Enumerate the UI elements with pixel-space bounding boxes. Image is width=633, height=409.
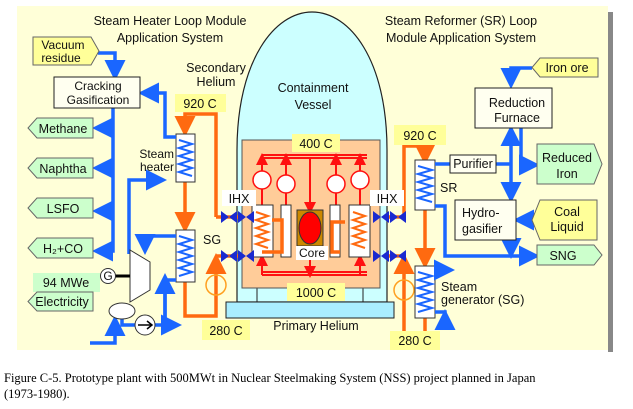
product-output-box bbox=[27, 157, 94, 179]
right-steam-generator bbox=[414, 265, 436, 319]
cracking-label: Cracking bbox=[74, 79, 121, 93]
turbine bbox=[115, 249, 151, 303]
left-steam-generator bbox=[175, 229, 196, 283]
furnace-label: Furnace bbox=[494, 111, 540, 125]
generator-icon bbox=[100, 268, 116, 284]
iron-ore-label: Iron ore bbox=[545, 61, 588, 75]
gasifier-label: gasifier bbox=[462, 222, 502, 236]
condenser-icon bbox=[108, 302, 136, 320]
purifier-box bbox=[449, 154, 497, 174]
product-label: LSFO bbox=[47, 202, 80, 216]
left-water-steam-lines bbox=[90, 51, 182, 345]
reduction-furnace-box bbox=[474, 87, 553, 129]
product-output-box bbox=[27, 117, 94, 139]
reactor-core bbox=[296, 209, 324, 247]
secondary-helium-label: Secondary bbox=[186, 61, 247, 75]
isolation-valves bbox=[221, 211, 406, 262]
sr-reformer bbox=[414, 159, 436, 211]
steam-heater-label-2: heater bbox=[140, 160, 174, 174]
left-subtitle: Application System bbox=[117, 31, 223, 45]
temp-920-right: 920 C bbox=[403, 129, 436, 143]
ihx-left-label: IHX bbox=[229, 192, 251, 206]
sng-label: SNG bbox=[549, 249, 576, 263]
left-title: Steam Heater Loop Module bbox=[94, 14, 247, 28]
electricity-output bbox=[27, 291, 94, 312]
panel-shadow bbox=[608, 12, 613, 352]
hydrogasifier-box bbox=[454, 199, 517, 241]
temp-1000: 1000 C bbox=[296, 286, 336, 300]
power-output-label: 94 MWe bbox=[43, 276, 89, 290]
purifier-label: Purifier bbox=[453, 157, 493, 171]
gasification-label: Gasification bbox=[67, 93, 130, 107]
caption-line-2: (1973-1980). bbox=[4, 387, 70, 401]
sr-label: SR bbox=[440, 181, 457, 195]
right-title: Steam Reformer (SR) Loop bbox=[385, 14, 537, 28]
temp-920-left: 920 C bbox=[183, 97, 216, 111]
generator-label: G bbox=[103, 269, 112, 283]
power-output-box bbox=[33, 273, 100, 292]
vessel-label-2: Vessel bbox=[295, 98, 332, 112]
primary-helium-label: Primary Helium bbox=[273, 319, 358, 333]
product-label: Methane bbox=[39, 122, 88, 136]
vacuum-residue-input bbox=[32, 36, 100, 66]
electricity-label: Electricity bbox=[35, 295, 89, 309]
reduction-label: Reduction bbox=[489, 96, 545, 110]
cracking-gasification-box bbox=[53, 76, 141, 109]
secondary-helium-label-2: Helium bbox=[197, 75, 236, 89]
figure-caption: Figure C-5. Prototype plant with 500MWt … bbox=[4, 370, 629, 402]
ihx-right-label: IHX bbox=[377, 192, 399, 206]
sng-output bbox=[536, 244, 603, 266]
vessel-label: Containment bbox=[278, 81, 349, 95]
reduced-iron-label: Reduced bbox=[542, 151, 592, 165]
steam-heater bbox=[175, 133, 196, 183]
coal-label: Coal bbox=[554, 205, 580, 219]
liquid-label: Liquid bbox=[550, 220, 583, 234]
right-process-lines bbox=[434, 66, 540, 330]
vacuum-residue-label-2: residue bbox=[41, 51, 81, 65]
iron-ore-input bbox=[531, 57, 599, 78]
caption-line-1: Figure C-5. Prototype plant with 500MWt … bbox=[4, 371, 536, 385]
steam-generator-label-2: generator (SG) bbox=[441, 293, 524, 307]
temp-280-left: 280 C bbox=[209, 324, 242, 338]
vacuum-residue-label: Vacuum bbox=[41, 38, 84, 52]
sg-left-label: SG bbox=[203, 233, 221, 247]
reduced-iron-output bbox=[536, 143, 603, 185]
product-output-box bbox=[27, 197, 94, 219]
product-label: Naphtha bbox=[39, 162, 86, 176]
product-output-box bbox=[27, 237, 94, 259]
pump-icon bbox=[134, 314, 156, 336]
product-label: H₂+CO bbox=[43, 242, 83, 256]
coal-liquid-input bbox=[531, 199, 598, 241]
core-label: Core bbox=[299, 246, 325, 260]
right-subtitle: Module Application System bbox=[386, 31, 536, 45]
ihx-left-unit bbox=[251, 204, 292, 258]
temp-400: 400 C bbox=[299, 137, 332, 151]
circulator-icons bbox=[252, 170, 370, 194]
hydro-label: Hydro- bbox=[462, 206, 500, 220]
steam-generator-label: Steam bbox=[441, 280, 477, 294]
ihx-right-unit bbox=[329, 204, 371, 258]
steam-heater-label: Steam bbox=[139, 147, 174, 161]
temp-280-right: 280 C bbox=[398, 334, 431, 348]
reduced-iron-label-2: Iron bbox=[556, 167, 578, 181]
